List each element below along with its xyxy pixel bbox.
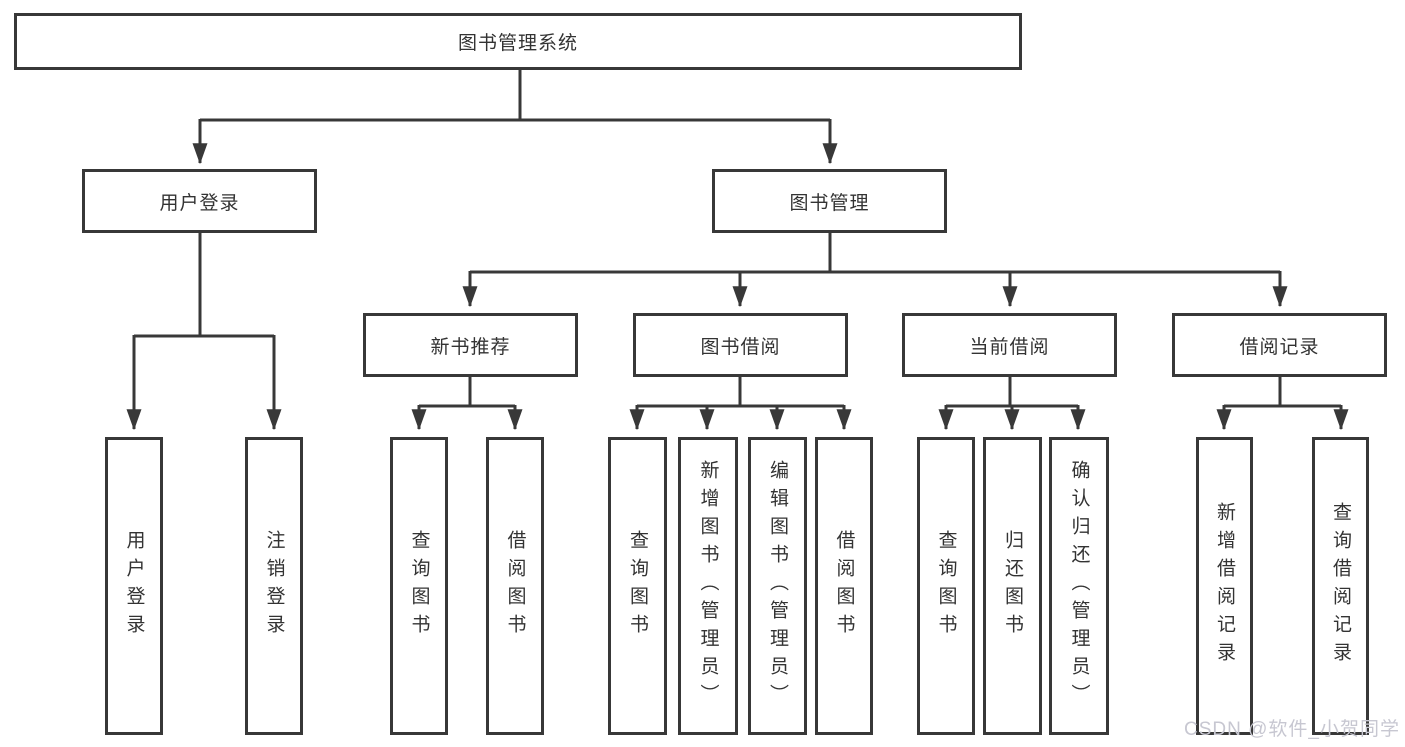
leaf-label: 确认归还（管理员） (1068, 460, 1090, 712)
leaf-cb-return-books: 归还图书 (983, 437, 1042, 735)
leaf-bb-query-books: 查询图书 (608, 437, 667, 735)
connector-book-borrow-split (637, 377, 844, 408)
leaf-label: 用户登录 (123, 530, 145, 642)
leaf-label: 注销登录 (263, 530, 285, 642)
node-book-management: 图书管理 (712, 169, 947, 233)
connector-borrow-records-split (1224, 377, 1341, 408)
leaf-label: 新增图书（管理员） (697, 460, 719, 712)
connector-root-split (200, 70, 830, 122)
leaf-br-add-borrow-record: 新增借阅记录 (1196, 437, 1253, 735)
leaf-br-query-borrow-record: 查询借阅记录 (1312, 437, 1369, 735)
node-label: 图书借阅 (700, 336, 781, 358)
watermark: CSDN @软件_小贺同学 (1184, 719, 1400, 740)
connector-book-management-split (470, 233, 1280, 274)
node-library-management-system: 图书管理系统 (14, 13, 1022, 70)
node-label: 新书推荐 (430, 336, 511, 358)
leaf-cb-confirm-return-admin: 确认归还（管理员） (1049, 437, 1109, 735)
node-new-book-recommend: 新书推荐 (363, 313, 578, 377)
leaf-label: 归还图书 (1002, 530, 1023, 642)
leaf-label: 查询图书 (627, 530, 648, 642)
node-borrow-records: 借阅记录 (1172, 313, 1387, 377)
leaf-bb-add-books-admin: 新增图书（管理员） (678, 437, 738, 735)
leaf-bb-edit-books-admin: 编辑图书（管理员） (748, 437, 807, 735)
node-current-borrow: 当前借阅 (902, 313, 1117, 377)
connector-new-book-recommend-split (419, 377, 515, 408)
leaf-label: 借阅图书 (504, 530, 526, 642)
node-label: 当前借阅 (969, 336, 1050, 358)
node-book-borrow: 图书借阅 (633, 313, 848, 377)
leaf-nbr-borrow-books: 借阅图书 (486, 437, 544, 735)
leaf-cb-query-books: 查询图书 (917, 437, 975, 735)
leaf-label: 编辑图书（管理员） (767, 460, 788, 712)
node-user-login: 用户登录 (82, 169, 317, 233)
leaf-label: 查询借阅记录 (1330, 502, 1351, 670)
leaf-label: 查询图书 (408, 530, 430, 642)
leaf-label: 查询图书 (935, 530, 957, 642)
leaf-bb-borrow-books: 借阅图书 (815, 437, 873, 735)
node-label: 图书管理 (789, 192, 870, 214)
leaf-logout: 注销登录 (245, 437, 303, 735)
leaf-user-login: 用户登录 (105, 437, 163, 735)
leaf-label: 借阅图书 (833, 530, 855, 642)
leaf-nbr-query-books: 查询图书 (390, 437, 448, 735)
node-label: 用户登录 (159, 192, 240, 214)
leaf-label: 新增借阅记录 (1214, 502, 1235, 670)
node-label: 图书管理系统 (457, 33, 578, 54)
connector-user-login-split (134, 233, 274, 338)
node-label: 借阅记录 (1239, 336, 1320, 358)
connector-current-borrow-split (946, 377, 1078, 408)
